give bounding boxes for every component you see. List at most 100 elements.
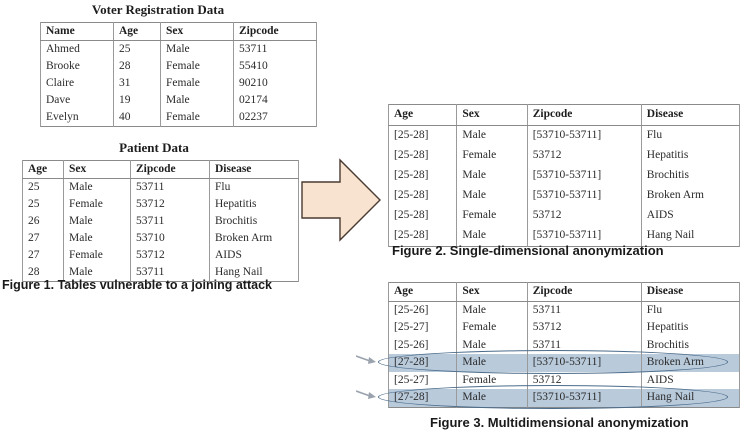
cell-name: Evelyn [40,109,114,127]
cell-disease: Broken Arm [640,354,740,372]
cell-sex: Male [456,389,528,407]
table-row: Brooke 28 Female 55410 [40,58,317,75]
table-row: Ahmed 25 Male 53711 [40,40,317,58]
cell-age: [27-28] [387,354,458,372]
single-dimensional-anonymization-table: Age Sex Zipcode Disease [25-28] Male [53… [387,104,740,247]
figure-1-caption: Figure 1. Tables vulnerable to a joining… [2,278,272,292]
table-row: [25-28] Female 53712 AIDS [387,206,740,226]
cell-zipcode: 55410 [233,58,317,75]
cell-age: 27 [22,230,64,247]
cell-disease: Hang Nail [640,389,740,407]
cell-zipcode: 53712 [526,319,642,337]
cell-sex: Male [63,230,131,247]
column-header-disease: Disease [209,160,299,179]
cell-age: 25 [22,196,64,213]
cell-age: 31 [113,75,161,92]
small-pointer-arrow-icon [356,390,376,399]
cell-age: [25-26] [387,336,458,354]
cell-sex: Male [456,336,528,354]
cell-age: [27-28] [387,389,458,407]
table-row: 25 Male 53711 Flu [22,178,299,196]
cell-sex: Male [456,186,528,206]
table-row: Evelyn 40 Female 02237 [40,109,317,127]
column-header-age: Age [22,160,64,179]
table-row: [25-26] Male 53711 Flu [387,301,740,319]
cell-sex: Female [160,75,234,92]
cell-disease: Flu [640,125,740,146]
cell-sex: Female [160,58,234,75]
cell-disease: Hang Nail [640,226,740,247]
cell-age: [25-28] [387,226,458,247]
column-header-zipcode: Zipcode [233,22,317,41]
table-row: [25-28] Male [53710-53711] Flu [387,125,740,146]
table-row: [25-28] Male [53710-53711] Brochitis [387,166,740,186]
cell-sex: Female [456,206,528,226]
cell-sex: Male [63,213,131,230]
cell-sex: Female [456,371,528,389]
cell-sex: Male [160,40,234,58]
cell-age: 26 [22,213,64,230]
table-row: [25-28] Male [53710-53711] Broken Arm [387,186,740,206]
cell-age: 40 [113,109,161,127]
cell-zipcode: [53710-53711] [526,125,642,146]
column-header-zipcode: Zipcode [526,104,642,126]
cell-sex: Female [456,319,528,337]
cell-sex: Female [456,146,528,166]
cell-zipcode: 53712 [526,371,642,389]
multidimensional-anonymization-table: Age Sex Zipcode Disease [25-26] Male 537… [387,282,740,408]
table-row: 27 Male 53710 Broken Arm [22,230,299,247]
cell-zipcode: 53712 [526,146,642,166]
table-row: [25-26] Male 53711 Brochitis [387,336,740,354]
cell-name: Claire [40,75,114,92]
table-row: 28 Male 53711 Hang Nail [22,264,299,282]
table-row: 27 Female 53712 AIDS [22,247,299,264]
table-header-row: Age Sex Zipcode Disease [22,160,299,179]
cell-disease: AIDS [640,206,740,226]
cell-zipcode: [53710-53711] [526,389,642,407]
cell-zipcode: 53711 [130,178,210,196]
cell-sex: Female [63,196,131,213]
table-header-row: Age Sex Zipcode Disease [387,282,740,302]
cell-age: [25-28] [387,146,458,166]
table-row: [25-27] Female 53712 AIDS [387,371,740,389]
cell-zipcode: 53711 [526,301,642,319]
table-row: Dave 19 Male 02174 [40,92,317,109]
small-pointer-arrow-icon [356,355,376,364]
column-header-disease: Disease [640,282,740,302]
cell-disease: Broken Arm [209,230,299,247]
cell-age: [25-27] [387,319,458,337]
column-header-age: Age [387,104,458,126]
table-row: [25-27] Female 53712 Hepatitis [387,319,740,337]
cell-age: 25 [22,178,64,196]
cell-age: [25-28] [387,125,458,146]
table-row: 25 Female 53712 Hepatitis [22,196,299,213]
cell-age: 19 [113,92,161,109]
cell-sex: Male [160,92,234,109]
voter-registration-title: Voter Registration Data [91,2,225,17]
cell-zipcode: 53712 [130,196,210,213]
right-arrow-icon [301,158,381,242]
cell-age: 28 [113,58,161,75]
cell-disease: Broken Arm [640,186,740,206]
cell-disease: Flu [209,178,299,196]
cell-zipcode: 53711 [526,336,642,354]
cell-disease: AIDS [640,371,740,389]
cell-age: [25-26] [387,301,458,319]
column-header-age: Age [113,22,161,41]
cell-age: 27 [22,247,64,264]
cell-zipcode: 53710 [130,230,210,247]
column-header-disease: Disease [640,104,740,126]
cell-disease: Hepatitis [640,146,740,166]
figure-3-caption: Figure 3. Multidimensional anonymization [430,415,689,430]
table-row-highlighted: [27-28] Male [53710-53711] Hang Nail [387,389,740,407]
cell-age: [25-28] [387,166,458,186]
column-header-sex: Sex [160,22,234,41]
cell-zipcode: [53710-53711] [526,354,642,372]
cell-disease: AIDS [209,247,299,264]
column-header-name: Name [40,22,114,41]
patient-data-title: Patient Data [119,140,189,155]
cell-age: [25-27] [387,371,458,389]
cell-zipcode: 53711 [233,40,317,58]
cell-disease: Brochitis [209,213,299,230]
